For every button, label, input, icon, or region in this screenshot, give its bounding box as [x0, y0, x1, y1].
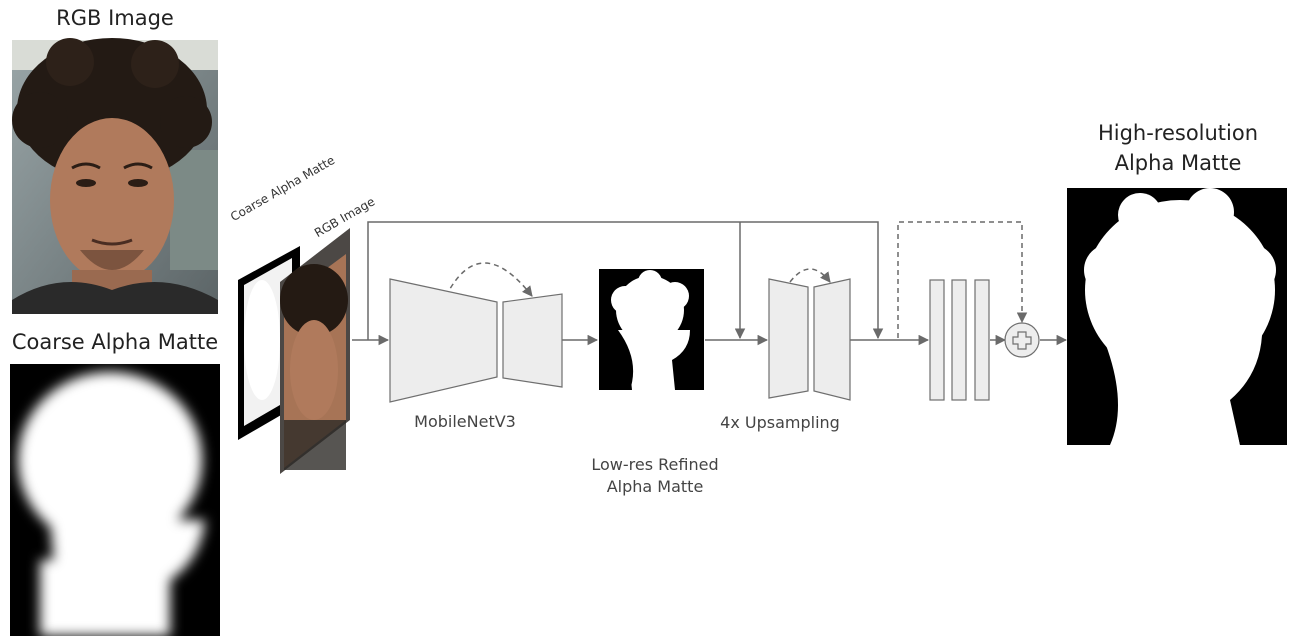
connections — [352, 221, 1068, 346]
rgb-image-title: RGB Image — [56, 6, 174, 30]
upsampling-block — [768, 278, 851, 401]
high-res-alpha-matte — [1067, 188, 1287, 445]
add-node — [1004, 322, 1040, 358]
refinement-layers — [929, 279, 990, 401]
coarse-alpha-matte — [10, 364, 220, 636]
encoder-block — [389, 278, 563, 403]
rgb-image-photo — [12, 38, 218, 314]
encoder-label: MobileNetV3 — [414, 412, 516, 431]
input-stack — [238, 228, 350, 474]
output-title-line2: Alpha Matte — [1114, 151, 1242, 175]
low-res-label-line1: Low-res Refined — [591, 455, 719, 474]
low-res-alpha-matte — [599, 269, 704, 390]
coarse-alpha-title: Coarse Alpha Matte — [11, 330, 219, 354]
upsampling-label: 4x Upsampling — [720, 413, 840, 432]
output-title-line1: High-resolution — [1097, 121, 1259, 145]
low-res-label-line2: Alpha Matte — [606, 477, 704, 496]
